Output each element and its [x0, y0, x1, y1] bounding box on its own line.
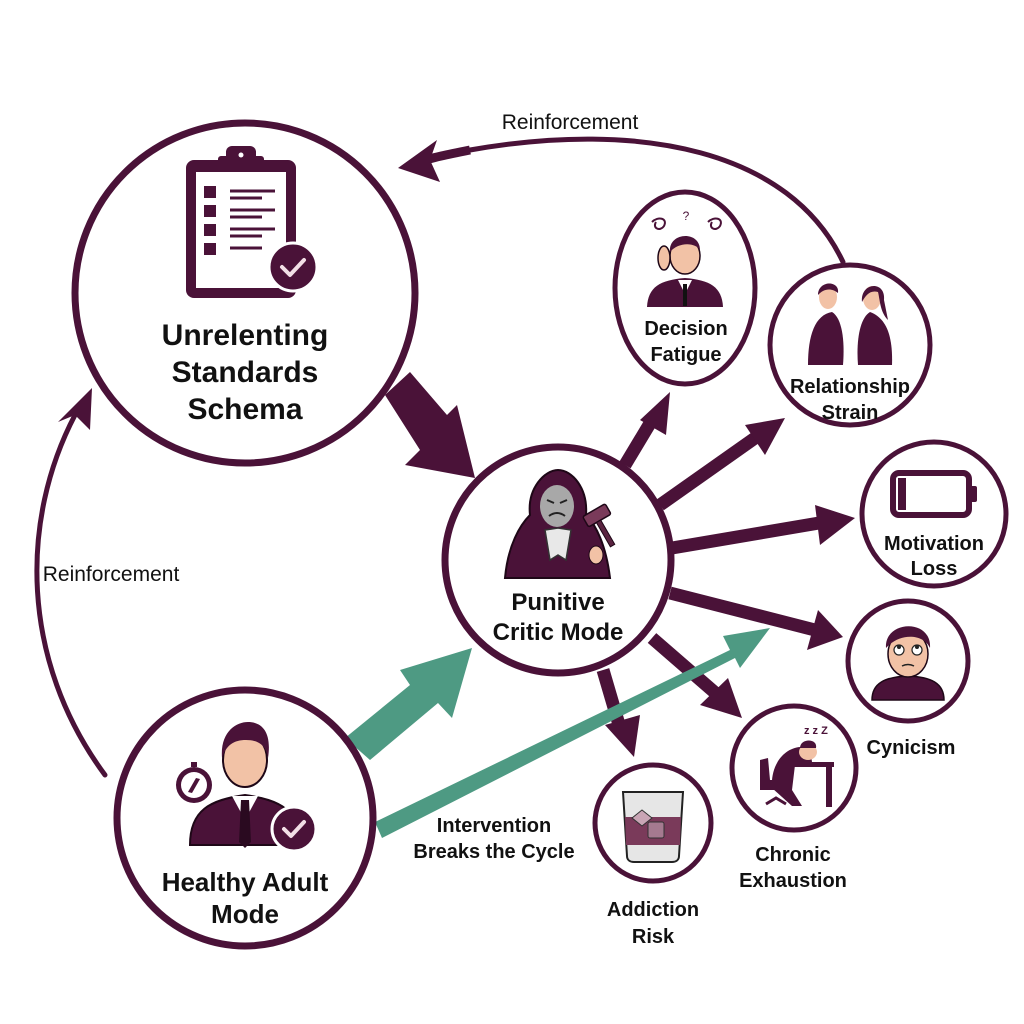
motivation-loss-label-line1: Motivation	[884, 533, 984, 555]
clipboard-checklist-icon	[186, 146, 319, 298]
addiction-risk-label-line2: Risk	[632, 926, 675, 948]
relationship-strain-label-line1: Relationship	[790, 376, 910, 398]
confused-person-icon: ?	[647, 209, 723, 307]
decision-fatigue-label-line1: Decision	[644, 318, 727, 340]
outcome-chronic-exhaustion[interactable]: z z Z	[729, 703, 859, 833]
outcome-relationship-strain[interactable]: Relationship Strain	[767, 262, 933, 428]
arrow-to-decision-fatigue	[619, 392, 670, 469]
motivation-loss-label-line2: Loss	[911, 558, 958, 580]
critic-label-line2: Critic Mode	[493, 619, 624, 646]
arrow-to-addiction-risk	[596, 668, 640, 757]
arrow-to-motivation-loss	[670, 505, 855, 555]
adult-to-critic-arrow	[345, 648, 472, 760]
reinforcement-arrow-left	[34, 388, 108, 778]
adult-label-line1: Healthy Adult	[162, 867, 329, 897]
svg-text:z z Z: z z Z	[804, 725, 828, 737]
intervention-label-line1: Intervention	[437, 815, 551, 837]
outcome-addiction-risk[interactable]	[592, 762, 714, 884]
schema-label-line1: Unrelenting	[162, 319, 329, 352]
node-healthy-adult-mode[interactable]: Healthy Adult Mode	[113, 686, 377, 950]
schema-label-line2: Standards	[172, 356, 319, 389]
couple-back-to-back-icon	[808, 283, 893, 365]
schema-label-line3: Schema	[187, 393, 302, 426]
decision-fatigue-label-line2: Fatigue	[650, 344, 721, 366]
outcome-decision-fatigue[interactable]: ? Decision Fatigue	[612, 189, 758, 387]
relationship-strain-label-line2: Strain	[822, 402, 879, 424]
arrow-to-cynicism	[668, 586, 843, 650]
node-punitive-critic-mode[interactable]: Punitive Critic Mode	[441, 443, 675, 677]
businessman-compass-check-icon	[176, 722, 318, 853]
whiskey-glass-icon	[621, 791, 685, 863]
outcome-motivation-loss[interactable]: Motivation Loss	[859, 439, 1009, 589]
reinforcement-label-top: Reinforcement	[502, 111, 639, 134]
outcome-cynicism[interactable]	[845, 598, 971, 724]
schema-to-critic-arrow	[385, 372, 475, 478]
addiction-risk-label-line1: Addiction	[607, 899, 699, 921]
intervention-arrow	[375, 628, 770, 838]
adult-label-line2: Mode	[211, 899, 279, 929]
low-battery-icon	[890, 470, 977, 518]
node-unrelenting-standards-schema[interactable]: Unrelenting Standards Schema	[71, 119, 419, 467]
cynicism-label: Cynicism	[867, 737, 956, 759]
sleeping-at-desk-icon: z z Z	[760, 725, 834, 807]
critic-outcome-arrows	[596, 392, 855, 757]
chronic-exhaustion-label-line2: Exhaustion	[739, 870, 847, 892]
hooded-judge-gavel-icon	[503, 468, 616, 579]
reinforcement-label-left: Reinforcement	[43, 563, 180, 586]
svg-text:?: ?	[683, 209, 690, 223]
chronic-exhaustion-label-line1: Chronic	[755, 844, 831, 866]
reinforcement-arrow-top	[398, 136, 846, 265]
arrow-to-relationship-strain	[656, 418, 785, 511]
critic-label-line1: Punitive	[511, 589, 604, 616]
eye-roll-face-icon	[871, 626, 945, 701]
intervention-label-line2: Breaks the Cycle	[413, 841, 574, 863]
arrow-to-chronic-exhaustion	[647, 633, 742, 718]
